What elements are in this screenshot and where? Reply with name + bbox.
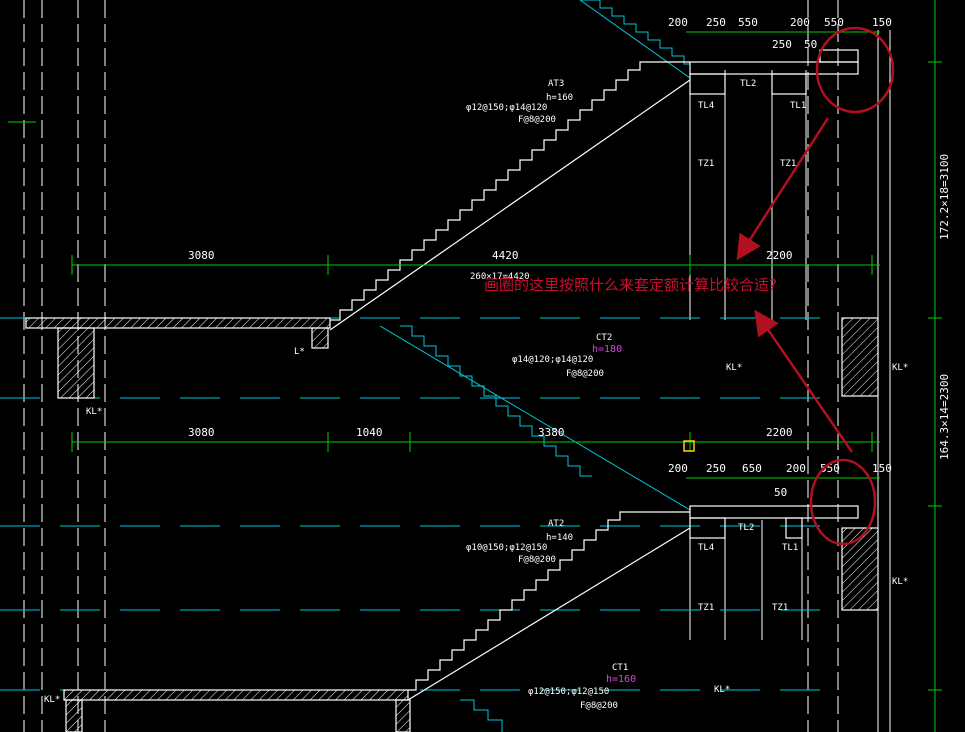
svg-text:550: 550	[820, 462, 840, 475]
svg-text:150: 150	[872, 462, 892, 475]
svg-text:TZ1: TZ1	[780, 159, 796, 169]
svg-text:250: 250	[706, 16, 726, 29]
svg-text:h=180: h=180	[592, 344, 622, 355]
svg-text:KL*: KL*	[892, 577, 908, 587]
svg-text:AT2: AT2	[548, 519, 564, 529]
svg-text:3080: 3080	[188, 249, 215, 262]
upper-top-dims: 200 250 550 200 550 150 250 50	[668, 16, 892, 51]
upper-circle	[815, 26, 895, 114]
svg-text:TL1: TL1	[790, 101, 806, 111]
svg-text:150: 150	[872, 16, 892, 29]
side-dims: 172.2×18=3100 164.3×14=2300	[938, 154, 951, 460]
svg-text:TL4: TL4	[698, 101, 714, 111]
svg-text:F@8@200: F@8@200	[580, 701, 618, 711]
svg-text:KL*: KL*	[892, 363, 908, 373]
svg-text:φ14@120;φ14@120: φ14@120;φ14@120	[512, 355, 593, 365]
svg-text:TL4: TL4	[698, 543, 714, 553]
lower-member-labels: TL2 TL4 TL1 TZ1 TZ1 KL* AT2 h=140 φ10@15…	[466, 519, 908, 613]
lower-flight-structure	[407, 505, 879, 701]
svg-text:200: 200	[786, 462, 806, 475]
cyan-dashed-lines	[0, 317, 840, 691]
svg-text:200: 200	[668, 462, 688, 475]
svg-text:200: 200	[668, 16, 688, 29]
svg-text:AT3: AT3	[548, 79, 564, 89]
upper-flight-structure	[329, 49, 859, 331]
svg-text:h=160: h=160	[546, 93, 573, 103]
svg-text:F@8@200: F@8@200	[518, 555, 556, 565]
lower-arrow	[754, 309, 854, 453]
svg-text:CT2: CT2	[596, 333, 612, 343]
svg-text:1040: 1040	[356, 426, 383, 439]
upper-arrow	[736, 117, 830, 261]
upper-member-labels: TL2 TL4 TL1 TZ1 TZ1 AT3 h=160 φ12@150;φ1…	[466, 79, 806, 169]
svg-text:TL2: TL2	[740, 79, 756, 89]
svg-text:550: 550	[738, 16, 758, 29]
annotation-markup	[736, 26, 895, 546]
svg-text:KL*: KL*	[726, 363, 742, 373]
svg-text:250: 250	[772, 38, 792, 51]
lower-top-dims: 200 250 650 200 550 150 50	[668, 462, 892, 499]
bottom-slab	[63, 689, 411, 732]
cyan-stairs	[379, 0, 691, 732]
selection-marker	[683, 440, 695, 452]
svg-text:TZ1: TZ1	[698, 603, 714, 613]
svg-text:φ12@150;φ12@150: φ12@150;φ12@150	[528, 687, 609, 697]
svg-text:2200: 2200	[766, 249, 793, 262]
floor-slab	[25, 317, 879, 399]
svg-text:260×17=4420: 260×17=4420	[470, 272, 530, 282]
lower-circle	[809, 458, 877, 546]
svg-text:2200: 2200	[766, 426, 793, 439]
svg-text:h=160: h=160	[606, 674, 636, 685]
svg-text:550: 550	[824, 16, 844, 29]
grid-lines	[23, 0, 839, 732]
svg-text:TL1: TL1	[782, 543, 798, 553]
svg-text:250: 250	[706, 462, 726, 475]
svg-text:TL2: TL2	[738, 523, 754, 533]
svg-text:172.2×18=3100: 172.2×18=3100	[938, 154, 951, 240]
svg-text:TZ1: TZ1	[698, 159, 714, 169]
svg-text:50: 50	[774, 486, 787, 499]
svg-text:F@8@200: F@8@200	[518, 115, 556, 125]
svg-text:φ10@150;φ12@150: φ10@150;φ12@150	[466, 543, 547, 553]
svg-text:CT1: CT1	[612, 663, 628, 673]
svg-text:4420: 4420	[492, 249, 519, 262]
svg-text:TZ1: TZ1	[772, 603, 788, 613]
svg-text:650: 650	[742, 462, 762, 475]
bottom-labels: KL* KL* CT1 h=160 φ12@150;φ12@150 F@8@20…	[44, 663, 730, 711]
svg-text:50: 50	[804, 38, 817, 51]
svg-text:KL*: KL*	[714, 685, 730, 695]
svg-text:φ12@150;φ14@120: φ12@150;φ14@120	[466, 103, 547, 113]
svg-text:h=140: h=140	[546, 533, 573, 543]
annotation-question: 画圈的这里按照什么来套定额计算比较合适?	[484, 276, 777, 294]
svg-text:3080: 3080	[188, 426, 215, 439]
svg-text:200: 200	[790, 16, 810, 29]
svg-text:KL*: KL*	[44, 695, 60, 705]
upper-span-dims: 3080 4420 2200 260×17=4420	[188, 249, 793, 282]
svg-text:KL*: KL*	[86, 407, 102, 417]
dimension-lines	[8, 0, 942, 732]
svg-text:F@8@200: F@8@200	[566, 369, 604, 379]
svg-text:164.3×14=2300: 164.3×14=2300	[938, 374, 951, 460]
svg-text:3380: 3380	[538, 426, 565, 439]
svg-text:L*: L*	[294, 347, 305, 357]
middle-labels: L* KL* KL* KL* CT2 h=180 φ14@120;φ14@120…	[86, 333, 908, 439]
